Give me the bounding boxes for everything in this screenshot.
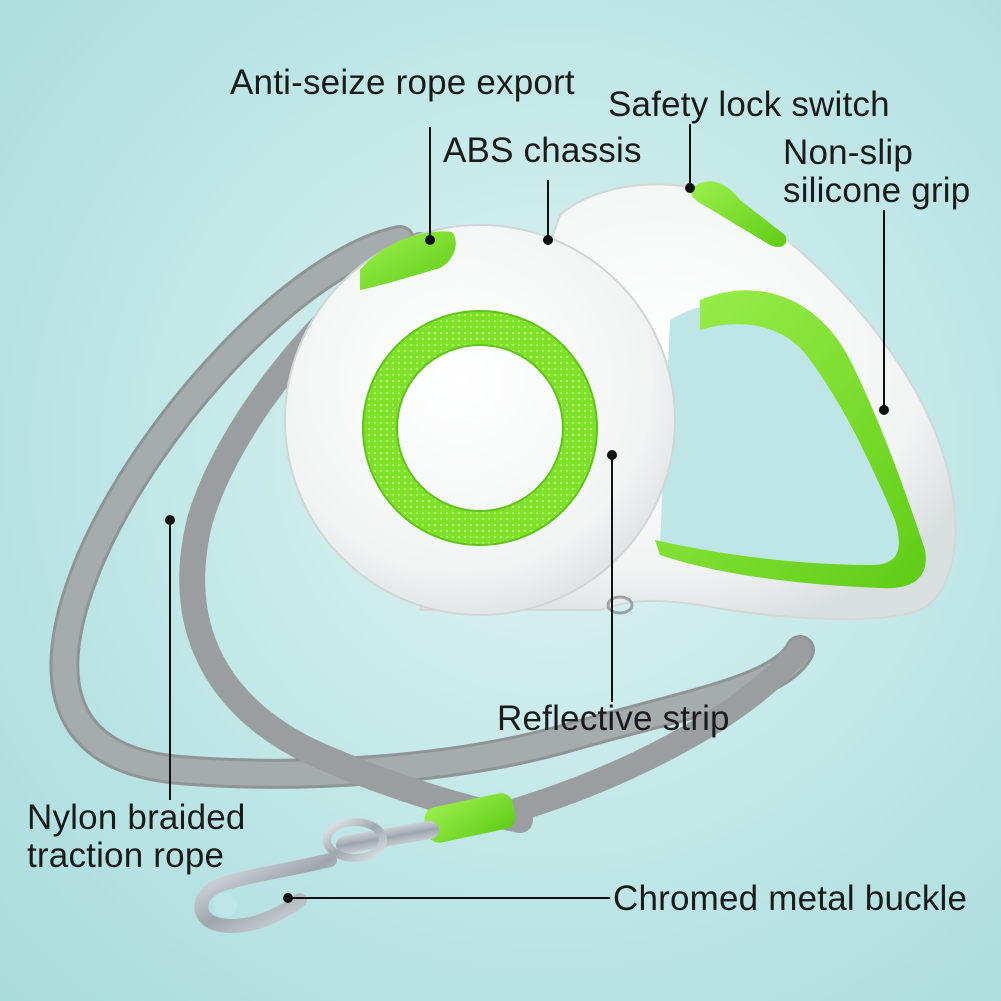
- label-safety-lock-switch: Safety lock switch: [608, 85, 890, 124]
- metal-buckle: [194, 793, 516, 933]
- label-non-slip-line2: silicone grip: [783, 171, 971, 210]
- label-non-slip-line1: Non-slip: [783, 133, 913, 172]
- label-nylon-rope: Nylon braided traction rope: [27, 799, 267, 875]
- leash-handle: [284, 181, 957, 621]
- label-reflective-strip: Reflective strip: [497, 699, 730, 738]
- label-nylon-line2: traction rope: [27, 836, 225, 875]
- label-chromed-metal-buckle: Chromed metal buckle: [613, 879, 968, 918]
- label-anti-seize-rope-export: Anti-seize rope export: [230, 63, 575, 102]
- callout-dots: [165, 183, 889, 903]
- label-non-slip-grip: Non-slip silicone grip: [783, 134, 998, 210]
- callout-lines: [169, 124, 885, 899]
- label-abs-chassis: ABS chassis: [443, 131, 642, 170]
- label-nylon-line1: Nylon braided: [27, 798, 246, 837]
